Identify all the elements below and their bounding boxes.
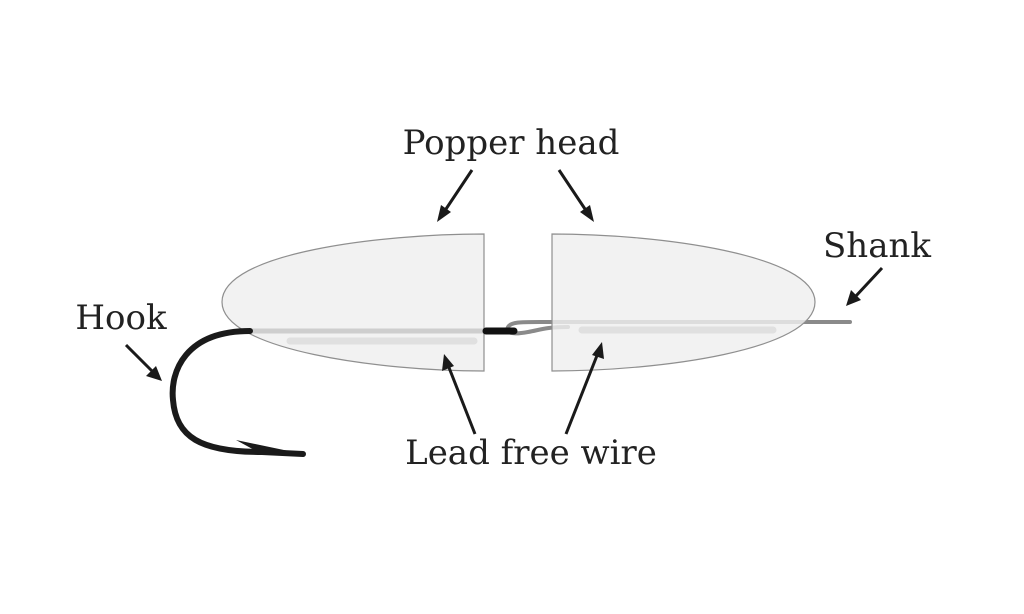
lead-free-wire-label: Lead free wire (405, 433, 657, 473)
popper-head-right-arrow (557, 169, 589, 213)
lead-wire-right-arrowhead (592, 342, 604, 359)
hook-bend (169, 328, 306, 457)
lead-wire-left-arrow (446, 364, 477, 435)
popper-head-front (551, 233, 816, 372)
hook-arrowhead (146, 366, 162, 381)
hook-barb (236, 440, 303, 454)
shank-arrow (853, 266, 884, 299)
lead-wire-left-arrowhead (442, 354, 454, 371)
lead-wire-right-arrow (564, 352, 600, 435)
hook-label: Hook (75, 298, 167, 338)
popper-head-rear (221, 233, 485, 372)
popper-head-right-arrowhead (580, 205, 594, 222)
hook-arrow (124, 343, 155, 374)
popper-head-left-arrow (442, 169, 474, 213)
shank-label: Shank (823, 226, 931, 266)
shank-arrowhead (846, 290, 861, 306)
popper-head-label: Popper head (403, 123, 620, 163)
popper-head-left-arrowhead (437, 205, 451, 222)
